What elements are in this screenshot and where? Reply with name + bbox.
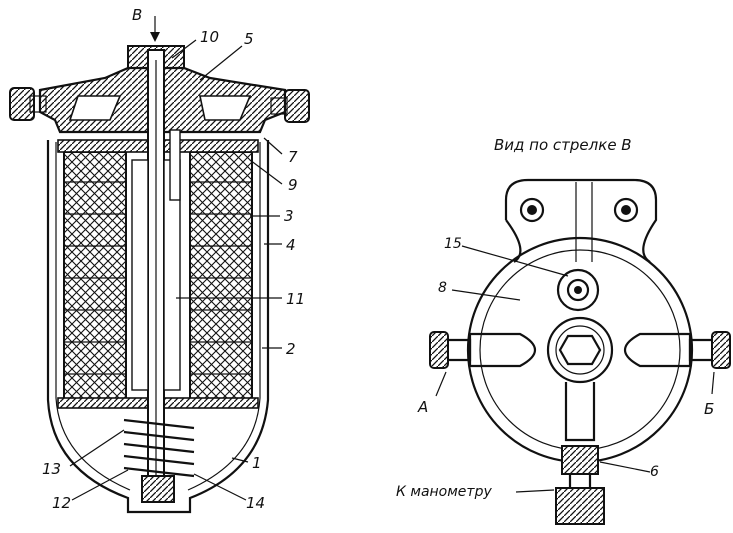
- bolt-a: [429, 331, 537, 369]
- label-1: 1: [252, 454, 262, 472]
- manometer-label: К манометру: [396, 484, 492, 500]
- label-10: 10: [200, 28, 219, 46]
- mounting-bracket: [504, 178, 658, 263]
- view-caption: Вид по стрелке В: [494, 136, 632, 154]
- center-nut: [546, 316, 614, 384]
- bottom-fitting: [555, 382, 605, 525]
- label-6: 6: [650, 464, 659, 480]
- label-9: 9: [288, 176, 298, 194]
- label-5: 5: [244, 30, 254, 48]
- label-2: 2: [286, 340, 296, 358]
- filter-element-left: [63, 151, 127, 401]
- plug-15: [556, 268, 600, 312]
- label-15: 15: [444, 236, 462, 252]
- label-12: 12: [52, 494, 71, 512]
- sectional-view: [9, 16, 310, 514]
- spring: [123, 418, 195, 503]
- central-rod: [131, 49, 181, 499]
- label-13: 13: [42, 460, 61, 478]
- filter-housing: [46, 140, 270, 514]
- label-a: А: [417, 398, 428, 416]
- filter-element-right: [189, 151, 253, 401]
- arrow-label-b: В: [132, 6, 142, 24]
- left-bolt: [9, 87, 47, 121]
- cover-disc: [466, 236, 694, 464]
- label-3: 3: [284, 207, 294, 225]
- label-14: 14: [246, 494, 265, 512]
- label-11: 11: [286, 290, 305, 308]
- bolt-b: [623, 331, 731, 369]
- right-bolt: [270, 89, 310, 123]
- label-b: Б: [704, 400, 714, 418]
- label-7: 7: [288, 148, 298, 166]
- view-b: [429, 178, 731, 525]
- label-8: 8: [438, 280, 447, 296]
- label-4: 4: [286, 236, 296, 254]
